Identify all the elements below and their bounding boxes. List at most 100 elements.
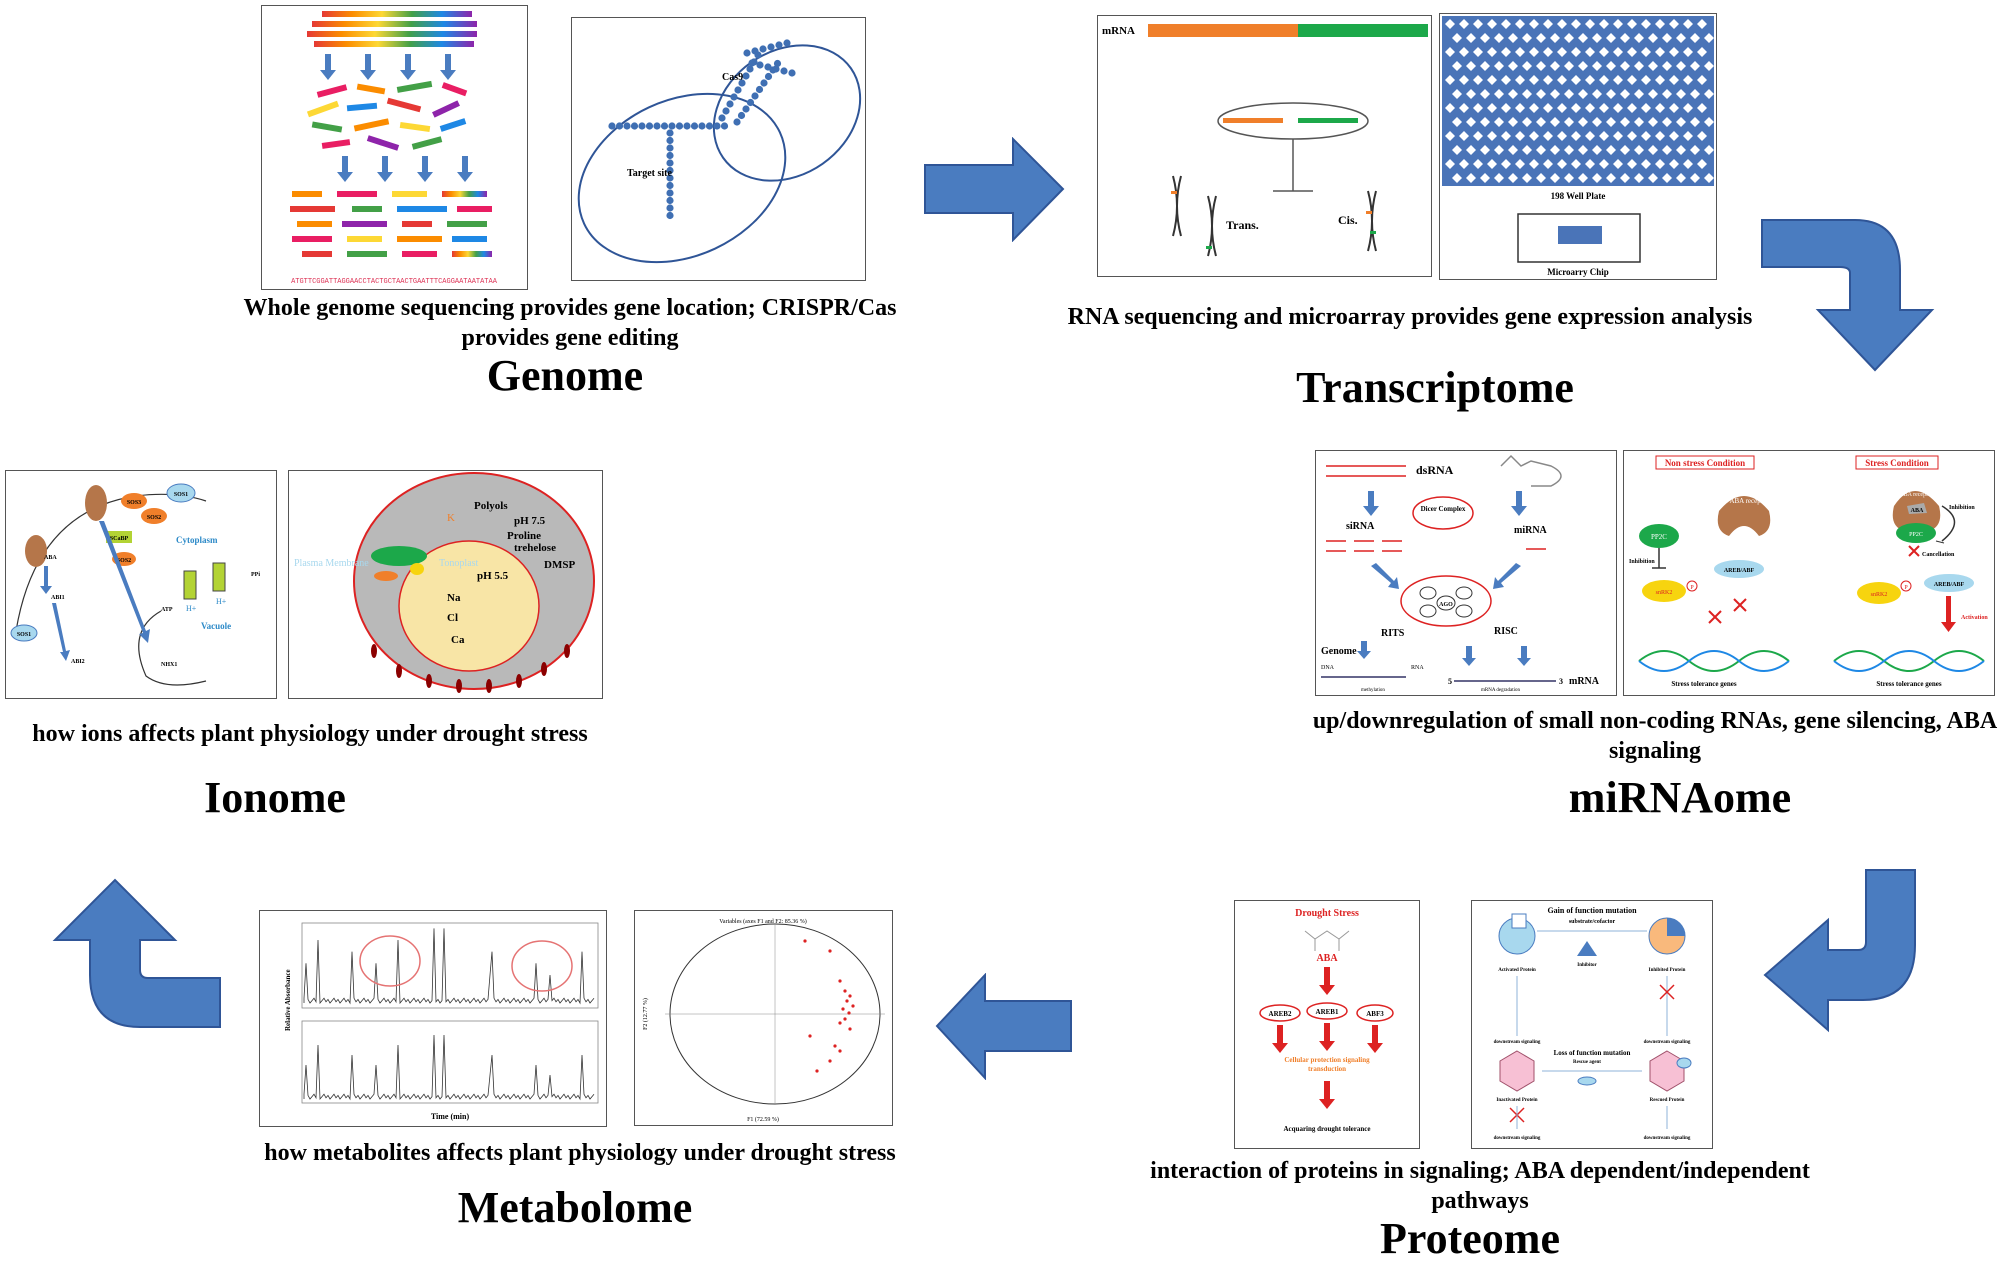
aba-receptor-right-label: ABA receptor	[1899, 492, 1933, 498]
atp-label: ATP	[161, 607, 173, 613]
sos2-top-label: SOS2	[147, 515, 161, 521]
ppi-label: PPi	[251, 572, 260, 578]
ionome-caption: how ions affects plant physiology under …	[32, 721, 588, 747]
left-arrow	[935, 973, 1072, 1080]
pp2c-left-label: PP2C	[1651, 533, 1667, 541]
pca-illustration: Variables (axes F1 and F2: 85.36 %) F1 (…	[642, 918, 885, 1123]
sirna-label: siRNA	[1346, 521, 1375, 532]
genome-caption: Whole genome sequencing provides gene lo…	[243, 295, 897, 351]
genome-sequencing-panel: ATGTTCGGATTAGGAACCTACTGCTAACTGAATTTCAGGA…	[261, 5, 528, 290]
pp2c-right-label: PP2C	[1909, 532, 1923, 538]
areb2-label: AREB2	[1269, 1010, 1292, 1018]
h-plus-left-label: H+	[186, 604, 197, 613]
aba-receptor-label: ABA receptor	[1729, 497, 1769, 505]
rescue-agent-label: Rescue agent	[1573, 1060, 1601, 1065]
rna-label: RNA	[1411, 665, 1424, 671]
aba-ion-label: ABA	[44, 555, 57, 561]
well-plate-label: 198 Well Plate	[1551, 191, 1606, 201]
cell-ions-panel: Polyols K pH 7.5 Proline trehelose DMSP …	[288, 470, 603, 699]
protein-mutation-panel: Gain of function mutation substrate/cofa…	[1471, 900, 1713, 1149]
gain-mutation-label: Gain of function mutation	[1547, 906, 1637, 915]
stress-genes-right-label: Stress tolerance genes	[1876, 680, 1941, 688]
protein-mutation-illustration: Gain of function mutation substrate/cofa…	[1494, 906, 1692, 1141]
ph75-label: pH 7.5	[514, 515, 546, 527]
abi2-label: ABI2	[71, 659, 85, 665]
areb1-label: AREB1	[1316, 1008, 1339, 1016]
microarray-illustration: 198 Well Plate Microarry Chip	[1442, 16, 1714, 277]
transcriptome-caption: RNA sequencing and microarray provides g…	[1067, 304, 1753, 330]
target-site-label: Target site	[627, 168, 672, 179]
cancellation-label: Cancellation	[1922, 552, 1955, 558]
trans-label: Trans.	[1226, 218, 1259, 232]
crispr-panel: Cas9 Target site	[571, 17, 866, 281]
proteome-caption: interaction of proteins in signaling; AB…	[1150, 1158, 1810, 1214]
proteome-title: Proteome	[1380, 1214, 1560, 1263]
sequence-text: ATGTTCGGATTAGGAACCTACTGCTAACTGAATTTCAGGA…	[291, 278, 498, 286]
snrk2-left-label: snRK2	[1656, 590, 1673, 596]
transcriptome-title: Transcriptome	[1296, 363, 1574, 412]
ion-transport-illustration: SOS1 SOS3 SOS2 SCaBP SOS2 Cytoplasm ABA …	[10, 483, 260, 686]
rits-label: RITS	[1381, 628, 1405, 639]
mirnaome-caption: up/downregulation of small non-coding RN…	[1312, 708, 1998, 764]
abi1-label: ABI1	[51, 595, 65, 601]
polyols-label: Polyols	[474, 500, 508, 512]
plasma-membrane-label: Plasma Membrane	[294, 558, 369, 569]
aba-right-label: ABA	[1911, 508, 1924, 514]
methylation-label: methylation	[1361, 688, 1385, 693]
risc-label: RISC	[1494, 626, 1518, 637]
curved-arrow-down	[1761, 219, 1935, 372]
ion-transport-panel: SOS1 SOS3 SOS2 SCaBP SOS2 Cytoplasm ABA …	[5, 470, 277, 699]
ago-label: AGO	[1439, 602, 1453, 608]
rna-sequencing-illustration: mRNA Trans. Cis.	[1102, 24, 1428, 257]
pca-title: Variables (axes F1 and F2: 85.36 %)	[719, 918, 806, 925]
metabolome-caption: how metabolites affects plant physiology…	[264, 1140, 896, 1166]
dmsp-label: DMSP	[544, 559, 575, 571]
p-right-label: P	[1904, 585, 1908, 591]
activation-label: Activation	[1961, 615, 1988, 621]
rescued-protein-label: Rescued Protein	[1650, 1098, 1685, 1103]
downstream-signal-3: downstream signaling	[1494, 1136, 1541, 1141]
metabolome-title: Metabolome	[457, 1183, 693, 1232]
microarray-chip-label: Microarry Chip	[1547, 267, 1609, 277]
dsrna-label: dsRNA	[1416, 463, 1454, 477]
acquiring-tolerance-label: Acquaring drought tolerance	[1284, 1125, 1371, 1133]
mirna-label: miRNA	[1514, 525, 1548, 536]
chloride-label: Cl	[447, 612, 458, 624]
abf3-label: ABF3	[1366, 1010, 1384, 1018]
mirna-pathway-panel: dsRNA siRNA miRNA Dicer Complex AGO RITS…	[1315, 450, 1617, 696]
tonoplast-label: Tonoplast	[439, 558, 479, 569]
mirna-pathway-illustration: dsRNA siRNA miRNA Dicer Complex AGO RITS…	[1321, 454, 1600, 693]
cas9-label: Cas9	[722, 72, 743, 83]
downstream-signal-1: downstream signaling	[1494, 1040, 1541, 1045]
inactivated-protein-label: Inactivated Protein	[1496, 1098, 1537, 1103]
loss-mutation-label: Loss of function mutation	[1554, 1049, 1631, 1057]
mrna-label: mRNA	[1102, 25, 1135, 37]
activated-protein-label: Activated Protein	[1498, 968, 1536, 973]
curved-arrow-left	[1763, 869, 1916, 1033]
sos2-mid-label: SOS2	[117, 558, 131, 564]
cellular-protection-label: Cellular protection signaling transducti…	[1284, 1056, 1370, 1073]
downstream-signal-4: downstream signaling	[1644, 1136, 1691, 1141]
curved-arrow-up	[52, 878, 221, 1028]
aba-signaling-illustration: Non stress Condition Stress Condition AB…	[1629, 455, 1988, 688]
dicer-label: Dicer Complex	[1421, 505, 1466, 513]
chromatogram-xlabel: Time (min)	[431, 1112, 470, 1121]
snrk2-right-label: snRK2	[1871, 592, 1888, 598]
sos1-left-label: SOS1	[17, 632, 31, 638]
cell-ions-illustration: Polyols K pH 7.5 Proline trehelose DMSP …	[294, 472, 595, 693]
proline-label: Proline	[507, 530, 541, 542]
p-left-label: P	[1690, 585, 1694, 591]
rna-seq-panel: mRNA Trans. Cis.	[1097, 15, 1432, 277]
downstream-signal-2: downstream signaling	[1644, 1040, 1691, 1045]
microarray-panel: 198 Well Plate Microarry Chip	[1439, 13, 1717, 280]
drought-signaling-illustration: Drought Stress ABA AREB2 AREB1 ABF3 Cell…	[1259, 908, 1394, 1133]
calcium-label: Ca	[451, 634, 465, 646]
inhibition-right-label: Inhibition	[1949, 505, 1975, 511]
drought-stress-label: Drought Stress	[1295, 908, 1359, 919]
right-arrow-1	[924, 137, 1065, 242]
areb-right-label: AREB/ABF	[1934, 582, 1965, 588]
chromatogram-ylabel: Relative Absorbance	[284, 969, 292, 1031]
substrate-label: substrate/cofactor	[1569, 919, 1616, 925]
non-stress-label: Non stress Condition	[1665, 458, 1745, 468]
vacuole-label: Vacuole	[201, 621, 231, 631]
